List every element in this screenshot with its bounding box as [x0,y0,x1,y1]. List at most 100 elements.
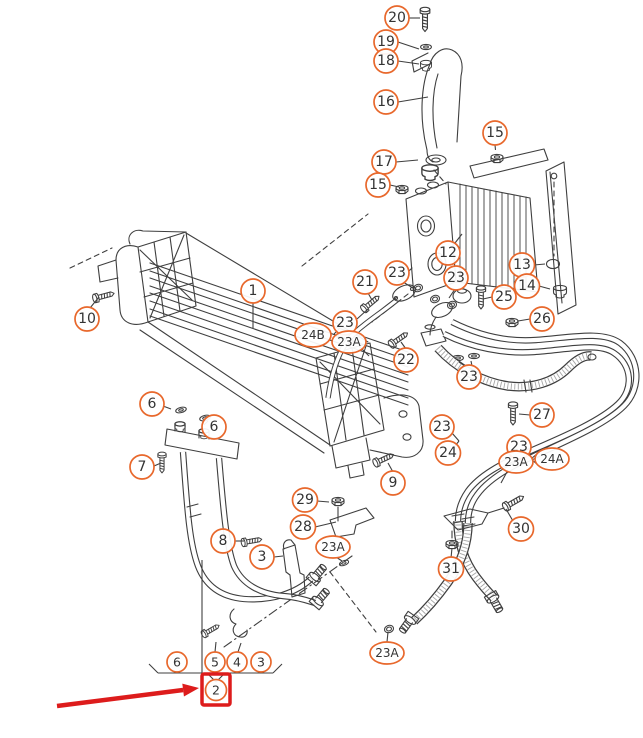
callout-16[interactable]: 16 [373,89,399,115]
callout-22[interactable]: 22 [393,347,419,373]
callout-label: 22 [397,352,415,368]
callout-bubble[interactable] [482,120,508,146]
callout-bubble[interactable] [139,391,165,417]
hose-loop [382,322,636,637]
callout-bubble[interactable] [443,265,469,291]
callout-label: 10 [78,311,96,327]
leader-line [494,144,497,156]
callout-5[interactable]: 5 [204,651,226,673]
callout-bubble[interactable] [294,322,332,348]
leader-line [451,432,460,442]
callout-label: 23A [337,335,361,349]
callout-bubble[interactable] [204,678,228,702]
callout-6[interactable]: 6 [201,414,227,440]
callout-4[interactable]: 4 [226,651,248,673]
leader-line [538,285,551,290]
callout-label: 27 [533,407,551,423]
callout-bubble[interactable] [352,269,378,295]
callout-24B[interactable]: 24B [294,322,332,348]
callout-bubble[interactable] [507,516,535,542]
callout-bubble[interactable] [210,528,236,554]
callout-bubble[interactable] [534,447,570,471]
callout-bubble[interactable] [456,364,482,390]
callout-1[interactable]: 1 [240,278,266,304]
callout-9[interactable]: 9 [380,470,406,496]
callout-6[interactable]: 6 [139,391,165,417]
callout-26[interactable]: 26 [529,306,555,332]
callout-23A[interactable]: 23A [369,641,405,665]
callout-bubble[interactable] [384,5,410,31]
callout-21[interactable]: 21 [352,269,378,295]
callout-24A[interactable]: 24A [534,447,570,471]
callout-17[interactable]: 17 [371,149,397,175]
callout-23[interactable]: 23 [456,364,482,390]
callout-bubble[interactable] [373,48,399,74]
callout-bubble[interactable] [291,487,319,513]
callout-bubble[interactable] [429,414,455,440]
callout-bubble[interactable] [513,273,541,299]
callout-29[interactable]: 29 [291,487,319,513]
callout-label: 16 [377,94,395,110]
callout-23[interactable]: 23 [429,414,455,440]
callout-7[interactable]: 7 [129,454,155,480]
callout-label: 24 [439,445,457,461]
callout-12[interactable]: 12 [435,240,461,266]
callout-15[interactable]: 15 [365,172,391,198]
callout-23A[interactable]: 23A [498,450,534,474]
callout-19[interactable]: 19 [373,29,399,55]
callout-bubble[interactable] [373,89,399,115]
callout-bubble[interactable] [240,278,266,304]
callout-18[interactable]: 18 [373,48,399,74]
callout-bubble[interactable] [529,402,555,428]
callout-6[interactable]: 6 [166,651,188,673]
callout-label: 24B [301,328,325,342]
callout-label: 6 [210,419,219,435]
callout-25[interactable]: 25 [491,284,517,310]
callout-8[interactable]: 8 [210,528,236,554]
callout-30[interactable]: 30 [507,516,535,542]
callout-bubble[interactable] [250,651,272,673]
callout-bubble[interactable] [289,514,317,540]
callout-bubble[interactable] [498,450,534,474]
callout-23[interactable]: 23 [443,265,469,291]
callout-23[interactable]: 23 [332,310,358,336]
callout-14[interactable]: 14 [513,273,541,299]
callout-label: 7 [138,459,147,475]
leader-line [273,555,284,558]
callout-bubble[interactable] [204,651,226,673]
callout-bubble[interactable] [384,260,410,286]
callout-bubble[interactable] [331,330,367,354]
callout-bubble[interactable] [369,641,405,665]
callout-2-highlighted[interactable]: 2 [200,672,232,707]
callout-bubble[interactable] [435,240,461,266]
callout-label: 23A [375,646,399,660]
callout-bubble[interactable] [226,651,248,673]
callout-10[interactable]: 10 [74,306,100,332]
callout-bubble[interactable] [380,470,406,496]
callout-bubble[interactable] [365,172,391,198]
callout-31[interactable]: 31 [437,556,465,582]
callout-23A[interactable]: 23A [315,535,351,559]
callout-24[interactable]: 24 [434,440,462,466]
callout-bubble[interactable] [393,347,419,373]
callout-13[interactable]: 13 [508,252,536,278]
callout-3[interactable]: 3 [249,544,275,570]
callout-23[interactable]: 23 [384,260,410,286]
callout-bubble[interactable] [434,440,462,466]
callout-23A[interactable]: 23A [331,330,367,354]
callout-bubble[interactable] [249,544,275,570]
callout-bubble[interactable] [315,535,351,559]
callout-28[interactable]: 28 [289,514,317,540]
callout-bubble[interactable] [529,306,555,332]
callout-bubble[interactable] [437,556,465,582]
callout-bubble[interactable] [491,284,517,310]
callout-27[interactable]: 27 [529,402,555,428]
callout-20[interactable]: 20 [384,5,410,31]
callout-bubble[interactable] [74,306,100,332]
callout-bubble[interactable] [129,454,155,480]
callout-bubble[interactable] [201,414,227,440]
callout-15[interactable]: 15 [482,120,508,146]
callout-bubble[interactable] [166,651,188,673]
callout-3[interactable]: 3 [250,651,272,673]
